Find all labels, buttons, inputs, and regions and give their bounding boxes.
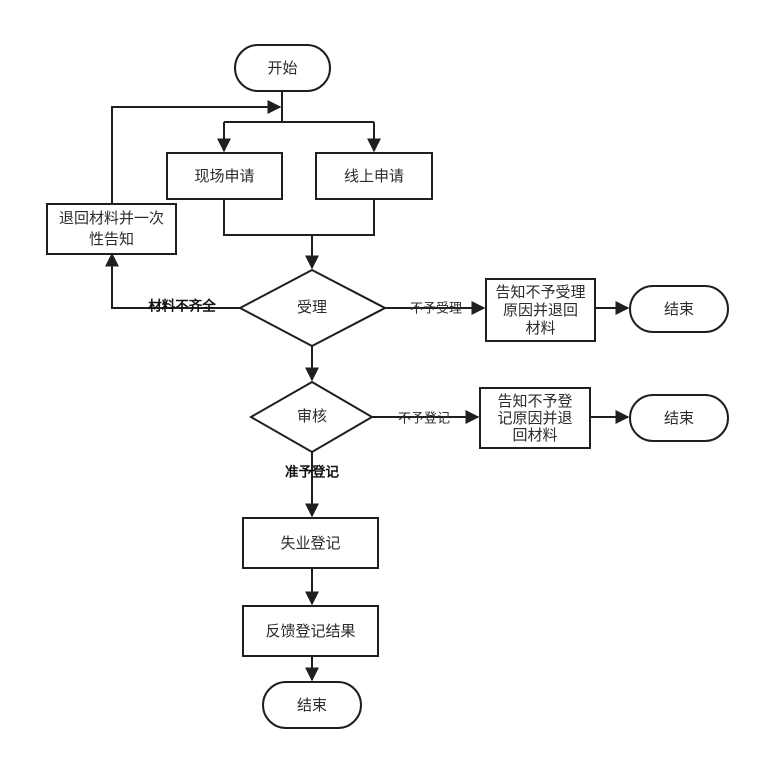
node-accept-decision[interactable]: 受理 <box>237 268 388 348</box>
edge-label-not-accepted: 不予受理 <box>410 300 462 315</box>
node-feedback-result-label: 反馈登记结果 <box>265 623 355 640</box>
edge-online-to-merge <box>312 199 375 236</box>
node-feedback-result[interactable]: 反馈登记结果 <box>242 605 379 657</box>
edge-label-materials-incomplete: 材料不齐全 <box>148 298 216 314</box>
node-online-application[interactable]: 线上申请 <box>315 152 433 200</box>
edge-label-not-registered: 不予登记 <box>398 410 450 425</box>
node-notify-reject-register-line2: 记原因并退 <box>497 410 572 427</box>
node-unemployment-registration-label: 失业登记 <box>280 535 340 552</box>
node-notify-reject-accept-line1: 告知不予受理 <box>495 284 585 301</box>
node-unemployment-registration[interactable]: 失业登记 <box>242 517 379 569</box>
node-onsite-application-label: 现场申请 <box>194 168 254 185</box>
node-notify-reject-accept-line3: 材料 <box>525 320 555 337</box>
node-end-reject-accept-label: 结束 <box>664 301 694 318</box>
node-accept-decision-label: 受理 <box>297 299 327 316</box>
node-start-label: 开始 <box>267 60 297 77</box>
edge-return-materials-loop-back <box>111 100 282 204</box>
node-return-materials-label-line2: 性告知 <box>89 231 134 248</box>
node-return-materials-label-line1: 退回材料并一次 <box>59 210 164 227</box>
node-notify-reject-register-line1: 告知不予登 <box>497 393 572 410</box>
edge-onsite-to-merge <box>223 199 312 236</box>
node-onsite-application[interactable]: 现场申请 <box>166 152 283 200</box>
node-online-application-label: 线上申请 <box>344 168 404 185</box>
node-end-reject-accept[interactable]: 结束 <box>629 285 729 333</box>
node-notify-reject-accept[interactable]: 告知不予受理 原因并退回 材料 <box>485 278 596 342</box>
node-end-reject-register-label: 结束 <box>664 410 694 427</box>
node-end-reject-register[interactable]: 结束 <box>629 394 729 442</box>
node-review-decision-label: 审核 <box>297 408 327 425</box>
node-end-success-label: 结束 <box>297 697 327 714</box>
node-end-success[interactable]: 结束 <box>262 681 362 729</box>
edge-accept-to-return-materials <box>105 252 240 309</box>
node-notify-reject-accept-line2: 原因并退回 <box>503 302 578 319</box>
edge-label-approve-registration: 准予登记 <box>285 464 339 480</box>
node-start[interactable]: 开始 <box>234 44 331 92</box>
node-notify-reject-register[interactable]: 告知不予登 记原因并退 回材料 <box>479 387 591 449</box>
node-review-decision[interactable]: 审核 <box>248 380 374 454</box>
node-notify-reject-register-line3: 回材料 <box>512 427 557 444</box>
node-return-materials[interactable]: 退回材料并一次 性告知 <box>46 203 177 255</box>
